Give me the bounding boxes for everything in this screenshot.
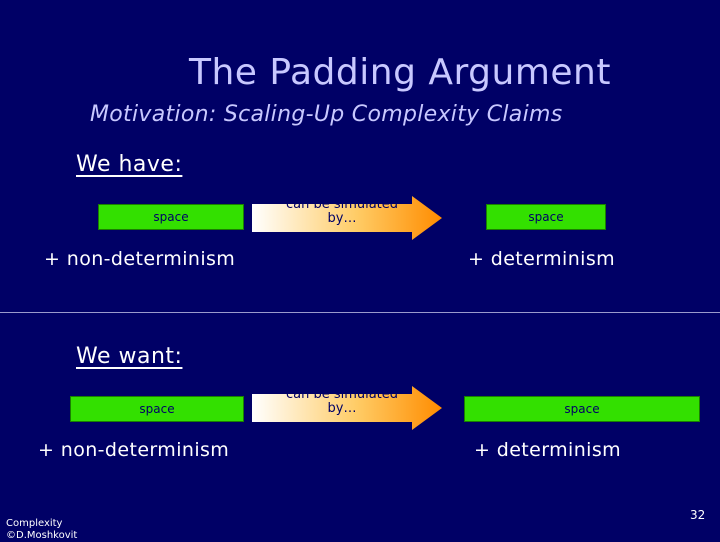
have-right-box-label: space	[528, 210, 564, 224]
page-number: 32	[690, 508, 706, 522]
want-left-box-label: space	[139, 402, 175, 416]
arrow-icon	[252, 196, 442, 240]
want-nondeterminism-label: + non-determinism	[38, 439, 230, 461]
want-determinism-label: + determinism	[474, 439, 622, 461]
footer-course: Complexity	[6, 518, 63, 529]
arrow-icon	[252, 386, 442, 430]
section-divider	[0, 312, 720, 313]
slide-subtitle: Motivation: Scaling-Up Complexity Claims	[90, 102, 563, 127]
footer-author: ©D.Moshkovit	[6, 530, 78, 541]
we-want-heading: We want:	[76, 344, 183, 369]
have-determinism-label: + determinism	[468, 248, 616, 270]
want-left-space-box: space	[70, 396, 244, 422]
have-simulation-arrow: can be simulated by…	[252, 196, 442, 244]
have-nondeterminism-label: + non-determinism	[44, 248, 236, 270]
have-left-space-box: space	[98, 204, 244, 230]
want-simulation-arrow: can be simulated by…	[252, 386, 442, 434]
want-right-space-box: space	[464, 396, 700, 422]
have-right-space-box: space	[486, 204, 606, 230]
have-arrow-label: can be simulated by…	[285, 197, 399, 226]
have-left-box-label: space	[153, 210, 189, 224]
want-right-box-label: space	[564, 402, 600, 416]
slide-title: The Padding Argument	[189, 52, 611, 93]
want-arrow-label: can be simulated by…	[285, 387, 399, 416]
we-have-heading: We have:	[76, 152, 183, 177]
footer-credit: Complexity ©D.Moshkovit	[6, 518, 77, 542]
